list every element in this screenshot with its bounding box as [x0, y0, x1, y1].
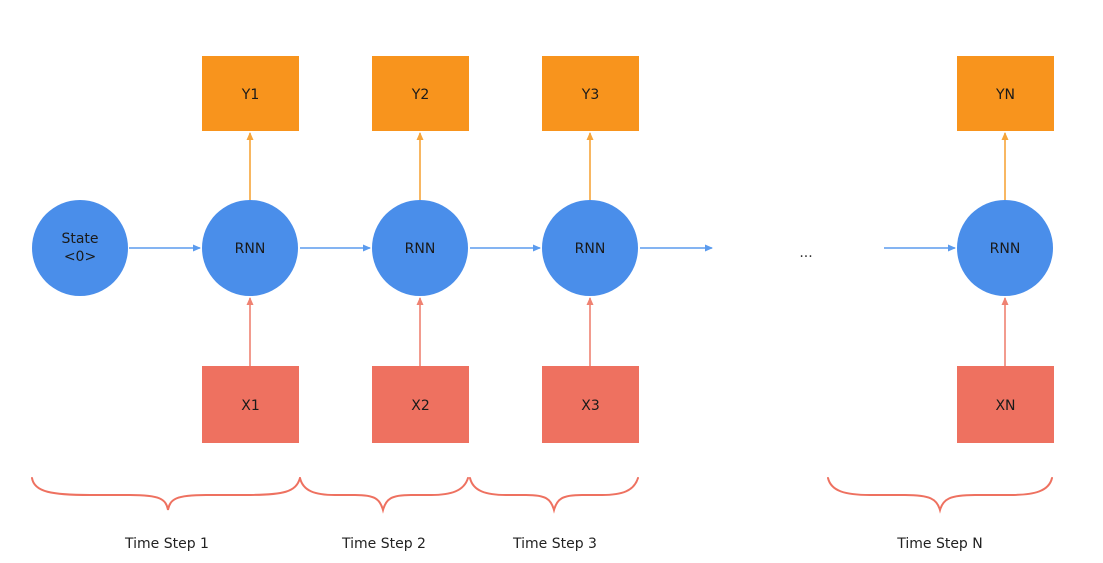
input-box-2: [372, 366, 469, 443]
time-step-label-n: Time Step N: [896, 536, 983, 552]
input-label-2: X2: [411, 398, 430, 414]
rnn-label-3: RNN: [575, 241, 606, 257]
time-step-1: Y1 RNN X1: [202, 56, 299, 443]
time-step-label-1: Time Step 1: [124, 536, 209, 552]
state-node: State <0>: [32, 200, 128, 296]
time-step-n: YN RNN XN: [957, 56, 1054, 443]
input-label-1: X1: [241, 398, 260, 414]
rnn-label-2: RNN: [405, 241, 436, 257]
output-box-1: [202, 56, 299, 131]
time-step-label-2: Time Step 2: [341, 536, 426, 552]
input-label-n: XN: [995, 398, 1015, 414]
input-box-n: [957, 366, 1054, 443]
output-label-2: Y2: [411, 87, 429, 103]
input-box-1: [202, 366, 299, 443]
output-box-n: [957, 56, 1054, 131]
rnn-label-1: RNN: [235, 241, 266, 257]
rnn-label-n: RNN: [990, 241, 1021, 257]
input-label-3: X3: [581, 398, 600, 414]
rnn-cell-n: [957, 200, 1053, 296]
ellipsis: ...: [799, 245, 812, 261]
output-box-3: [542, 56, 639, 131]
rnn-cell-2: [372, 200, 468, 296]
brace-step-1: [31, 477, 301, 511]
brace-step-3: [469, 477, 639, 514]
rnn-cell-3: [542, 200, 638, 296]
state-label-line1: State: [61, 231, 98, 247]
state-label-line2: <0>: [64, 249, 96, 265]
time-step-label-3: Time Step 3: [512, 536, 597, 552]
rnn-cell-1: [202, 200, 298, 296]
brace-step-2: [299, 477, 469, 514]
output-label-n: YN: [995, 87, 1015, 103]
state-circle: [32, 200, 128, 296]
output-label-3: Y3: [581, 87, 599, 103]
output-box-2: [372, 56, 469, 131]
time-step-2: Y2 RNN X2: [372, 56, 469, 443]
time-step-3: Y3 RNN X3: [542, 56, 639, 443]
input-box-3: [542, 366, 639, 443]
brace-step-n: [827, 477, 1053, 514]
output-label-1: Y1: [241, 87, 259, 103]
